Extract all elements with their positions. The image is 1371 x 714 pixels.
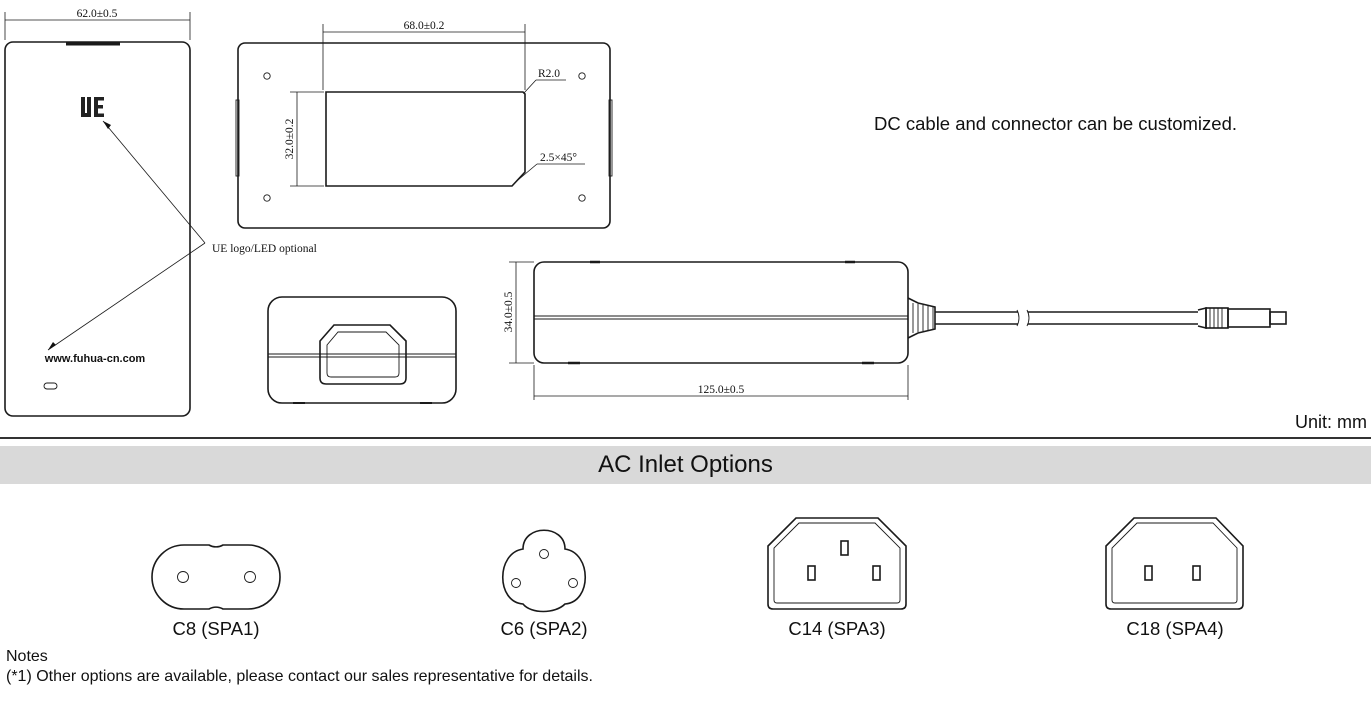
technical-drawing: 62.0±0.5 UE www.fuhua-cn.com UE logo/LED… bbox=[4, 8, 1367, 613]
website-text: www.fuhua-cn.com bbox=[44, 353, 146, 365]
inlet-label-c6: C6 (SPA2) bbox=[500, 618, 588, 639]
logo-callout: UE logo/LED optional bbox=[212, 243, 317, 255]
end-view bbox=[267, 296, 457, 404]
top-view: 68.0±0.2 32.0±0.2 R2.0 2.5×45° bbox=[235, 20, 613, 229]
c6-inlet-icon bbox=[502, 529, 586, 613]
section-header: AC Inlet Options bbox=[0, 446, 1371, 484]
led-indicator bbox=[43, 382, 58, 390]
inlet-label-c8: C8 (SPA1) bbox=[172, 618, 260, 639]
unit-label: Unit: mm bbox=[1295, 412, 1367, 432]
notes-title: Notes bbox=[6, 648, 48, 665]
section-divider bbox=[0, 437, 1371, 439]
ue-logo-icon: UE bbox=[81, 97, 104, 117]
c8-inlet-icon bbox=[151, 544, 281, 610]
dim-height-inner: 32.0±0.2 bbox=[284, 118, 296, 159]
inlet-label-c18: C18 (SPA4) bbox=[1126, 618, 1224, 639]
inlet-label-c14: C14 (SPA3) bbox=[788, 618, 886, 639]
front-view: 62.0±0.5 UE www.fuhua-cn.com bbox=[4, 8, 206, 417]
dim-length-inner: 68.0±0.2 bbox=[404, 20, 445, 32]
section-title: AC Inlet Options bbox=[598, 451, 773, 478]
side-view: 34.0±0.5 125.0±0.5 bbox=[503, 260, 1287, 400]
notes-item: (*1) Other options are available, please… bbox=[6, 668, 593, 685]
custom-note: DC cable and connector can be customized… bbox=[874, 113, 1237, 134]
chamfer-label: 2.5×45° bbox=[540, 152, 577, 164]
dim-length-side: 125.0±0.5 bbox=[698, 384, 745, 396]
c18-inlet-icon bbox=[1105, 517, 1244, 610]
c14-inlet-icon bbox=[767, 517, 907, 610]
dim-height-side: 34.0±0.5 bbox=[503, 291, 515, 332]
radius-label: R2.0 bbox=[538, 68, 560, 80]
dim-width-side: 62.0±0.5 bbox=[77, 8, 118, 20]
